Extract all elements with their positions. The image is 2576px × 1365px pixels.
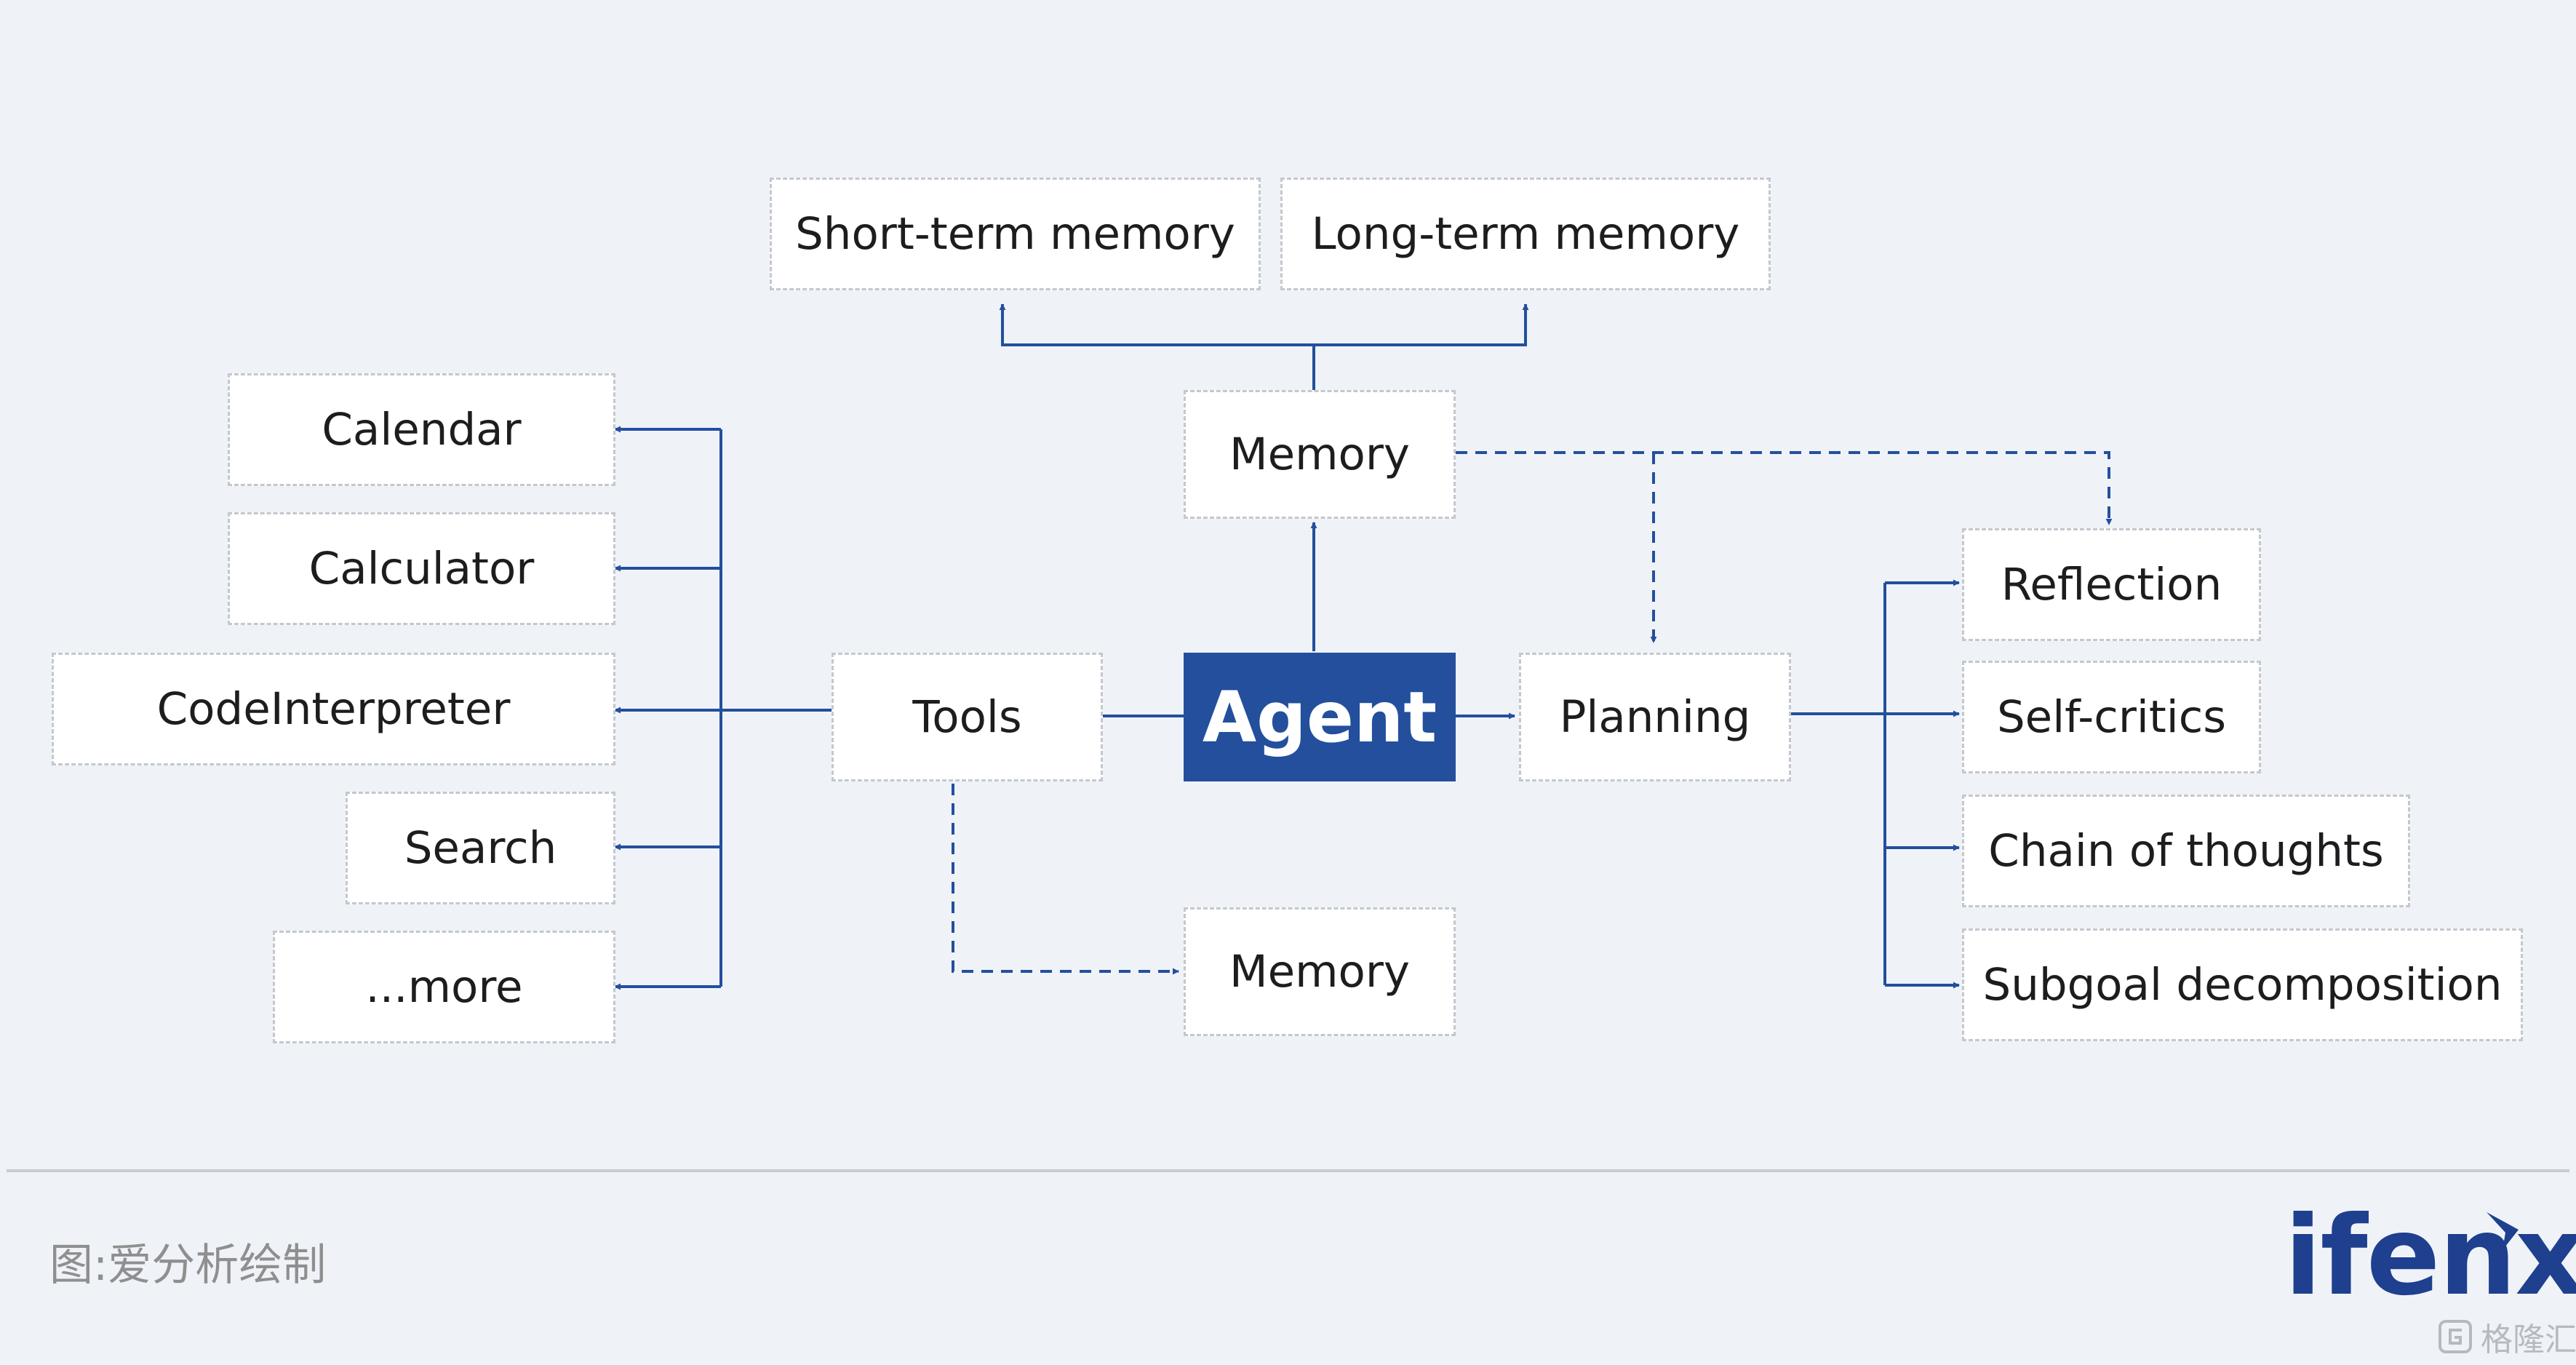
short-term-memory-node: Short-term memory [770, 178, 1261, 290]
long-term-memory-node: Long-term memory [1280, 178, 1771, 290]
ifenxi-logo: ifenxi [2284, 1193, 2576, 1320]
calculator-node: Calculator [228, 512, 615, 625]
memory-bottom-node: Memory [1184, 907, 1456, 1036]
reflection-node: Reflection [1962, 528, 2261, 641]
gelonghui-logo-icon [2439, 1320, 2472, 1353]
link-memory-split [999, 303, 1315, 390]
link-memory-long [1314, 303, 1529, 346]
tools-node: Tools [832, 653, 1103, 781]
chain-of-thoughts-node: Chain of thoughts [1962, 795, 2410, 907]
link-tools-memory [952, 784, 1179, 975]
watermark-text: 格隆汇 [2481, 1321, 2576, 1358]
calendar-node: Calendar [228, 373, 615, 486]
codeinterpreter-node: CodeInterpreter [52, 653, 615, 765]
more-node: ...more [273, 931, 615, 1043]
figure-caption: 图:爱分析绘制 [49, 1240, 327, 1291]
memory-top-node: Memory [1184, 390, 1456, 519]
watermark: 格隆汇 [2437, 1313, 2576, 1360]
search-node: Search [346, 792, 615, 904]
subgoal-decomposition-node: Subgoal decomposition [1962, 928, 2523, 1041]
logo-chevron-icon [2487, 1212, 2519, 1250]
planning-node: Planning [1519, 653, 1791, 781]
agent-node: Agent [1184, 653, 1456, 781]
link-memory-reflection [1456, 451, 2113, 525]
self-critics-node: Self-critics [1962, 661, 2261, 773]
footer-divider [7, 1169, 2569, 1172]
